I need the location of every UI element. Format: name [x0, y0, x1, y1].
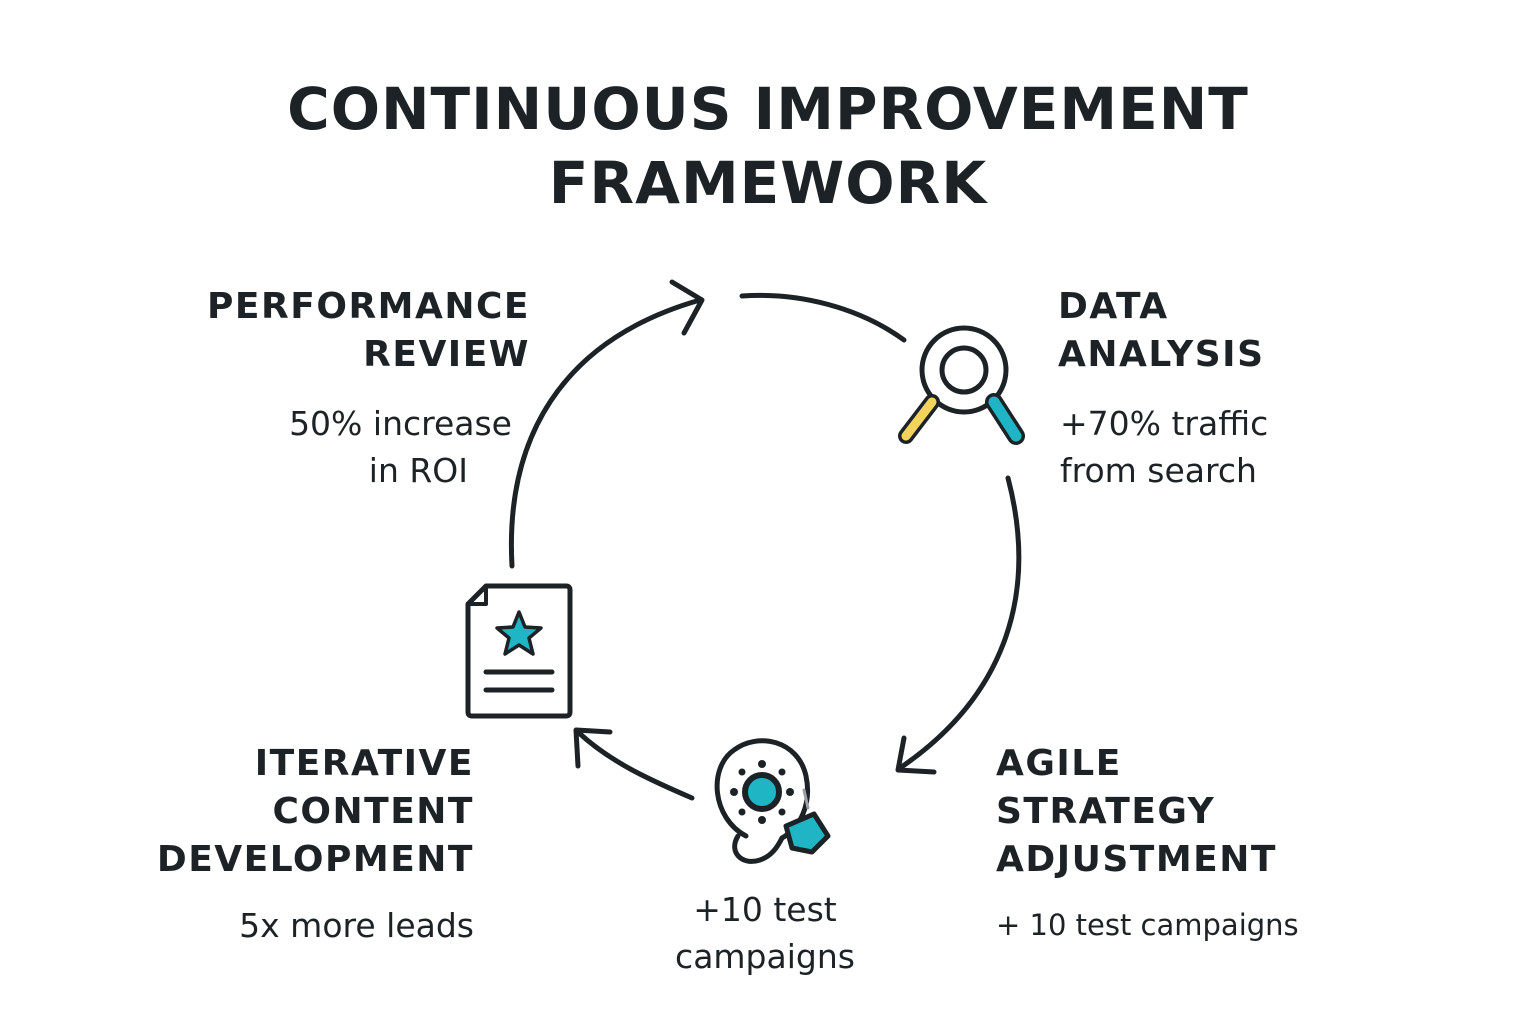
data-analysis-stat: +70% traffic from search	[1060, 400, 1480, 494]
data-analysis-stat-line-1: +70% traffic	[1060, 404, 1269, 443]
iterative-content-stat: 5x more leads	[150, 902, 474, 949]
performance-review-stat-line-2: in ROI	[368, 451, 468, 490]
agile-strategy-label: AGILE STRATEGY ADJUSTMENT	[996, 740, 1416, 884]
test-node-stat-line-2: campaigns	[675, 937, 855, 976]
data-analysis-label: DATA ANALYSIS	[1058, 283, 1478, 379]
data-analysis-stat-line-2: from search	[1060, 451, 1257, 490]
agile-strategy-label-line-1: AGILE	[996, 743, 1122, 784]
data-analysis-label-line-2: ANALYSIS	[1058, 334, 1265, 375]
performance-review-stat: 50% increase in ROI	[200, 400, 512, 494]
target-gear-icon	[714, 738, 831, 864]
agile-strategy-stat-line: + 10 test campaigns	[996, 908, 1299, 942]
title-line-1: CONTINUOUS IMPROVEMENT	[287, 75, 1249, 143]
title-line-2: FRAMEWORK	[548, 149, 988, 217]
agile-strategy-label-line-3: ADJUSTMENT	[996, 839, 1277, 880]
cycle-arc-right	[897, 475, 1022, 771]
test-node-stat: +10 test campaigns	[600, 886, 930, 980]
arrowhead-right-icon	[895, 735, 937, 775]
arrowhead-icon	[669, 279, 705, 336]
performance-review-label-line-1: PERFORMANCE	[207, 286, 530, 327]
iterative-content-label-line-1: ITERATIVE	[254, 743, 474, 784]
data-analysis-label-line-1: DATA	[1058, 286, 1169, 327]
cycle-arc-left	[508, 297, 703, 569]
arrowhead-left-icon	[573, 727, 613, 769]
iterative-content-label-line-3: DEVELOPMENT	[156, 839, 474, 880]
agile-strategy-stat: + 10 test campaigns	[996, 902, 1416, 949]
diagram-title: CONTINUOUS IMPROVEMENT FRAMEWORK	[0, 72, 1536, 220]
iterative-content-label-line-2: CONTENT	[272, 791, 474, 832]
iterative-content-label: ITERATIVE CONTENT DEVELOPMENT	[100, 740, 474, 884]
performance-review-stat-line-1: 50% increase	[289, 404, 512, 443]
cycle-arc-top	[739, 292, 907, 343]
cycle-arc-bottom	[575, 729, 695, 801]
performance-review-label: PERFORMANCE REVIEW	[150, 283, 530, 379]
test-node-stat-line-1: +10 test	[693, 890, 837, 929]
magnifier-icon	[898, 325, 1025, 445]
performance-review-label-line-2: REVIEW	[363, 334, 530, 375]
iterative-content-stat-line: 5x more leads	[239, 906, 474, 945]
agile-strategy-label-line-2: STRATEGY	[996, 791, 1216, 832]
document-star-icon	[465, 583, 573, 719]
